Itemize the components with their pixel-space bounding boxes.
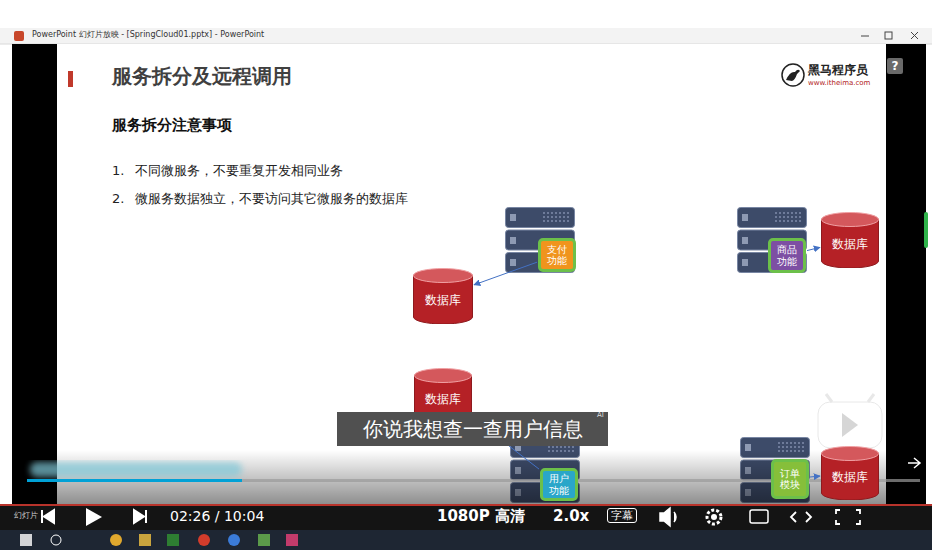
database-label: 数据库	[425, 293, 461, 307]
slide-ground	[57, 44, 886, 505]
slide-title: 服务拆分及远程调用	[112, 64, 292, 88]
next-button	[134, 510, 146, 523]
settings-button	[707, 510, 721, 524]
widescreen-button	[791, 512, 811, 522]
time-display: 02:26 / 10:04	[170, 508, 264, 525]
connector-arrow	[807, 247, 820, 250]
section-heading: 服务拆分注意事项	[112, 116, 232, 134]
cylinder-top	[822, 213, 879, 227]
speed-button: 2.0x	[553, 507, 589, 525]
letterbox-right	[886, 44, 926, 505]
database-cylinder: 数据库	[413, 268, 473, 324]
previous-button	[42, 510, 54, 523]
app-icon	[198, 534, 210, 546]
progress-fill	[27, 479, 242, 482]
list-item: 不同微服务，不要重复开发相同业务	[135, 163, 343, 179]
player-bar	[0, 505, 932, 530]
service-badge: 订单模块	[771, 459, 809, 499]
connector-arrow	[474, 262, 537, 285]
powerpoint-icon	[14, 31, 24, 41]
settings-hub	[711, 514, 717, 520]
side-indicator	[924, 212, 928, 248]
fullscreen-button	[836, 510, 860, 524]
service-label: 用户功能	[545, 473, 573, 496]
logo-url: www.itheima.com	[808, 79, 870, 87]
ai-badge: AI	[597, 411, 604, 419]
volume-button	[660, 508, 676, 526]
database-label: 数据库	[425, 392, 461, 406]
logo-mark	[782, 64, 804, 86]
restore-button	[885, 32, 892, 39]
help-button: ?	[887, 58, 903, 74]
logo-horse	[786, 70, 800, 81]
database-cylinder: 数据库	[821, 446, 879, 500]
service-badge: 支付功能	[538, 238, 576, 272]
start-icon	[20, 534, 32, 546]
app-icon	[258, 534, 270, 546]
app-icon	[167, 534, 179, 546]
server-icon	[738, 208, 807, 273]
minimize-button	[861, 36, 869, 37]
play-button	[86, 508, 102, 526]
list-item: 微服务数据独立，不要访问其它微服务的数据库	[135, 191, 408, 207]
search-icon	[51, 535, 61, 545]
subtitle-button: 字幕	[607, 508, 637, 523]
blurred-overlay	[30, 462, 242, 477]
cylinder-top	[415, 369, 472, 383]
list-number: 1.	[112, 163, 124, 179]
video-subtitle: 你说我想查一查用户信息	[337, 412, 608, 446]
logo-name: 黑马程序员	[808, 63, 868, 77]
letterbox-left	[12, 44, 57, 505]
player-rule	[0, 504, 932, 506]
service-badge: 用户功能	[540, 468, 578, 501]
video-watermark	[818, 394, 882, 448]
service-label: 支付功能	[543, 244, 571, 267]
service-label: 商品功能	[773, 244, 801, 267]
pip-button	[750, 510, 768, 523]
service-label: 订单模块	[776, 468, 804, 491]
taskbar	[0, 530, 932, 550]
database-label: 数据库	[832, 237, 868, 251]
database-label: 数据库	[832, 470, 868, 484]
quality-button: 1080P 高清	[437, 507, 525, 525]
window-title: PowerPoint 幻灯片放映 - [SpringCloud01.pptx] …	[32, 30, 264, 40]
desktop-ground	[0, 0, 932, 28]
player-shade	[12, 450, 926, 505]
title-marker	[68, 71, 73, 87]
folder-icon	[139, 534, 151, 546]
connector-arrow	[810, 476, 820, 477]
close-button	[911, 32, 918, 39]
window-titlebar	[0, 28, 932, 44]
list-number: 2.	[112, 191, 124, 207]
app-icon	[286, 534, 298, 546]
service-badge: 商品功能	[768, 238, 806, 273]
browser-icon	[110, 534, 122, 546]
database-cylinder: 数据库	[821, 212, 879, 268]
cylinder-top	[822, 447, 879, 461]
side-arrow	[908, 458, 920, 468]
status-text: 幻灯片	[14, 511, 38, 521]
cylinder-top	[414, 269, 473, 283]
app-icon	[228, 534, 240, 546]
